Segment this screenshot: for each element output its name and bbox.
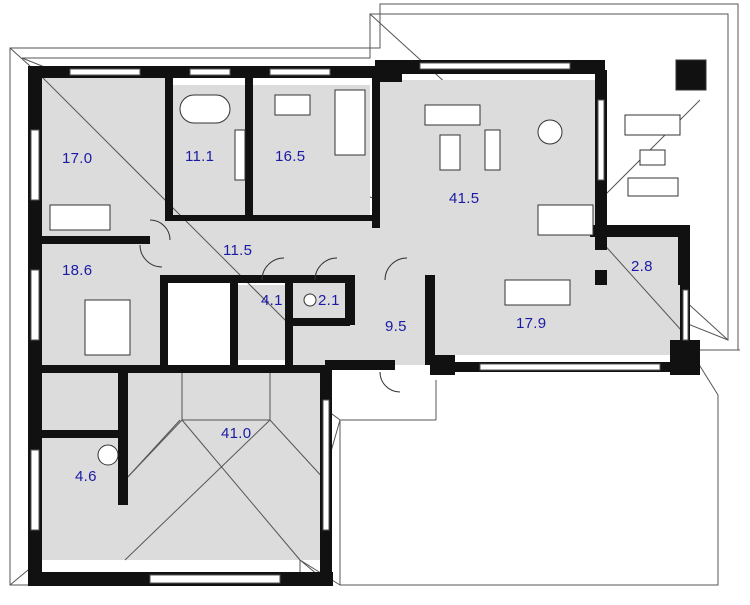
door-swings [139,219,408,393]
room-area-entrance: 9.5 [385,318,407,335]
round-table-icon [537,119,563,145]
washing-machine-icon [97,444,119,466]
room-area-bathroom: 11.1 [185,148,215,165]
sofa-icon [484,129,501,171]
room-area-office: 16.5 [275,148,306,165]
furniture [49,59,707,466]
chimney-icon [675,59,707,91]
sink-icon [234,129,246,181]
room-area-bedroom-nw: 17.0 [62,150,93,167]
bed-icon [334,89,366,156]
room-area-pantry: 2.8 [631,258,653,275]
room-area-bedroom-w: 18.6 [62,262,93,279]
room-area-wc: 2.1 [318,292,340,309]
terrace-sofa-icon [627,177,679,197]
room-area-garage: 41.0 [221,425,252,442]
bathtub-icon [179,94,231,124]
windows [30,62,689,584]
toilet-icon [303,293,317,307]
bed-icon [84,299,131,356]
bed-icon [49,204,111,231]
room-area-hallway: 11.5 [223,242,253,259]
desk-icon [274,94,311,116]
terrace-sofa-icon [624,114,681,136]
room-area-laundry: 4.6 [75,468,97,485]
sofa-icon [424,104,481,126]
kitchen-island-icon [504,279,571,306]
room-area-living-room: 41.5 [449,190,480,207]
dining-table-icon [537,204,594,236]
room-area-kitchen: 17.9 [516,315,547,332]
terrace-table-icon [639,149,666,166]
room-area-shower-room: 4.1 [261,292,283,309]
coffee-table-icon [439,134,461,171]
